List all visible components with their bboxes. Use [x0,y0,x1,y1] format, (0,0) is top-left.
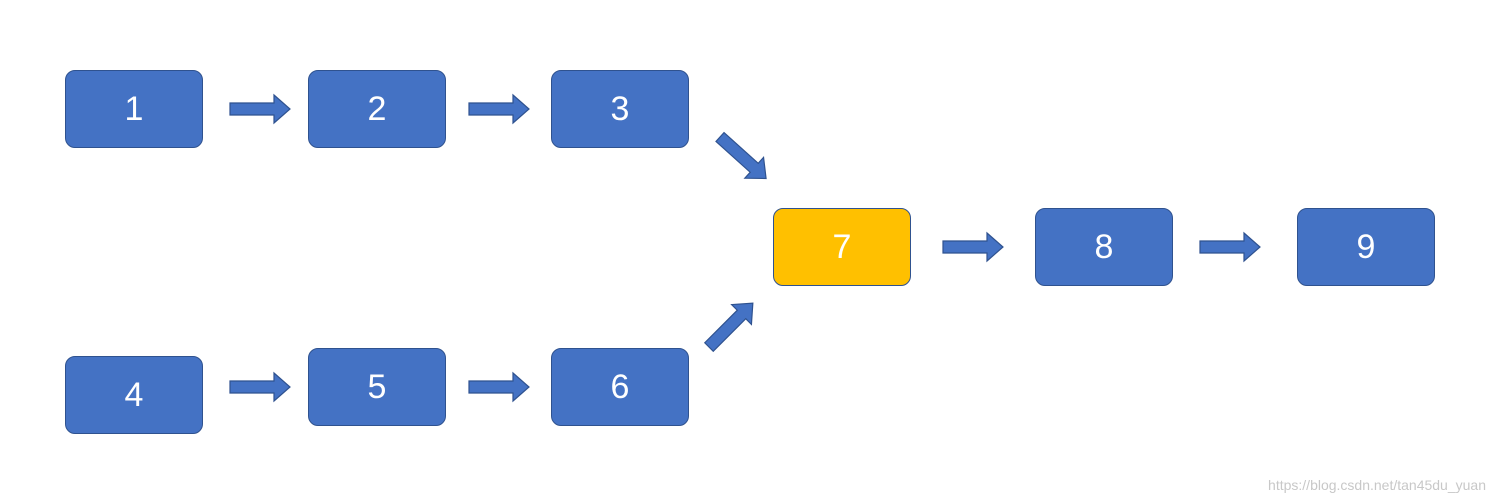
arrow-4-to-5 [229,371,291,403]
arrow-2-to-3 [468,93,530,125]
arrow-8-to-9 [1199,231,1261,263]
node-label: 1 [124,89,144,128]
node-label: 3 [610,89,630,128]
arrow-6-to-7 [703,302,754,353]
node-label: 5 [367,367,387,406]
node-label: 7 [832,227,852,266]
node-8: 8 [1035,208,1173,286]
arrow-7-to-8 [942,231,1004,263]
node-9: 9 [1297,208,1435,286]
node-3: 3 [551,70,689,148]
arrow-1-to-2 [229,93,291,125]
node-1: 1 [65,70,203,148]
node-label: 2 [367,89,387,128]
node-2: 2 [308,70,446,148]
arrow-5-to-6 [468,371,530,403]
node-label: 9 [1356,227,1376,266]
node-label: 4 [124,375,144,414]
node-label: 8 [1094,227,1114,266]
node-7: 7 [773,208,911,286]
node-4: 4 [65,356,203,434]
node-6: 6 [551,348,689,426]
arrow-3-to-7 [715,131,767,180]
node-label: 6 [610,367,630,406]
node-5: 5 [308,348,446,426]
watermark: https://blog.csdn.net/tan45du_yuan [1268,477,1486,493]
